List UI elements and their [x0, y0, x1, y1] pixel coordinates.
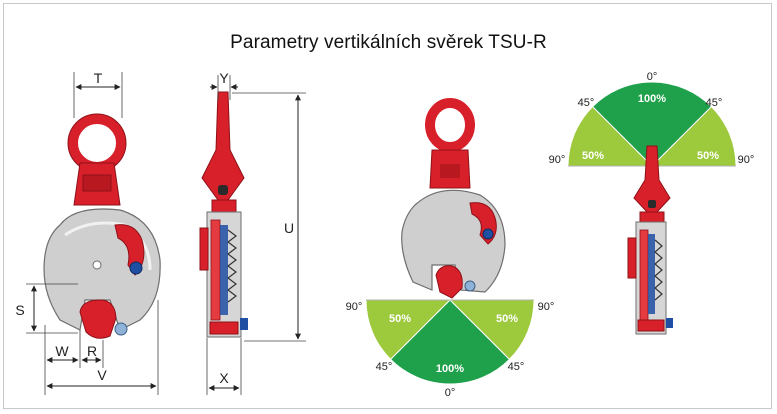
top-fan-right-pct: 50% — [697, 150, 719, 162]
dim-X-label: X — [219, 370, 229, 386]
clamp-side-view — [199, 91, 248, 338]
dim-W-label: W — [55, 343, 69, 359]
figure-title: Parametry vertikálních svěrek TSU-R — [230, 32, 547, 53]
top-fan-0: 0° — [647, 71, 658, 83]
clamp-perspective — [401, 98, 506, 299]
bottom-fan-45-left: 45° — [376, 361, 393, 373]
dim-Y-label: Y — [219, 70, 229, 86]
jaw — [79, 299, 117, 339]
top-fan-center — [591, 81, 713, 167]
bottom-fan-right-pct: 50% — [496, 313, 518, 325]
bottom-fan-90-right: 90° — [538, 301, 555, 313]
top-angle-fan: 100% 50% 50% 0° 45° 45° 90° 90° — [549, 71, 755, 167]
bottom-fan-center-pct: 100% — [436, 363, 464, 375]
top-fan-center-pct: 100% — [638, 93, 666, 105]
dim-R-label: R — [87, 343, 97, 359]
perspective-lifting-eye — [425, 98, 475, 152]
side-dimensions: Y U X — [206, 70, 306, 395]
top-fan-left-pct: 50% — [582, 150, 604, 162]
top-fan-90-left: 90° — [549, 154, 566, 166]
bottom-fan-center — [389, 299, 511, 385]
dim-U-label: U — [284, 220, 294, 236]
bottom-fan-left-pct: 50% — [389, 313, 411, 325]
bottom-fan-45-right: 45° — [508, 361, 525, 373]
clamp-side-view-2 — [627, 145, 673, 335]
side-lifting-arm — [201, 91, 245, 201]
bottom-angle-fan: 50% 50% 100% 90° 90° 45° 45° 0° — [346, 299, 555, 399]
dim-S-label: S — [15, 302, 24, 318]
blue-bolt — [129, 261, 143, 275]
dim-T-label: T — [94, 70, 103, 86]
top-fan-45-left: 45° — [578, 97, 595, 109]
front-dimensions: T S W R V — [15, 70, 159, 395]
dim-V-label: V — [97, 367, 107, 383]
lifting-eye — [68, 114, 126, 172]
top-fan-90-right: 90° — [738, 154, 755, 166]
bottom-fan-0: 0° — [445, 387, 456, 399]
clamp-front-view — [43, 113, 161, 339]
bottom-fan-90-left: 90° — [346, 301, 363, 313]
top-fan-45-right: 45° — [706, 97, 723, 109]
